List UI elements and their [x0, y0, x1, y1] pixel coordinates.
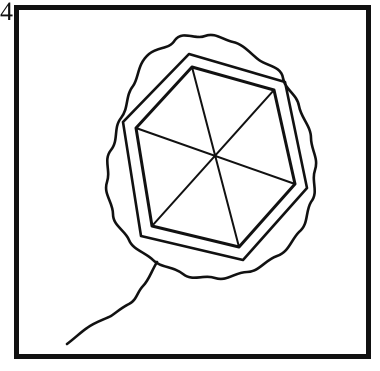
spoke-3 [136, 128, 295, 184]
item-number: 4 [0, 0, 13, 27]
drawing-frame [14, 5, 371, 359]
spoke-2 [152, 90, 274, 226]
hexagon-umbrella-drawing [19, 10, 366, 354]
tail-line [67, 262, 157, 344]
